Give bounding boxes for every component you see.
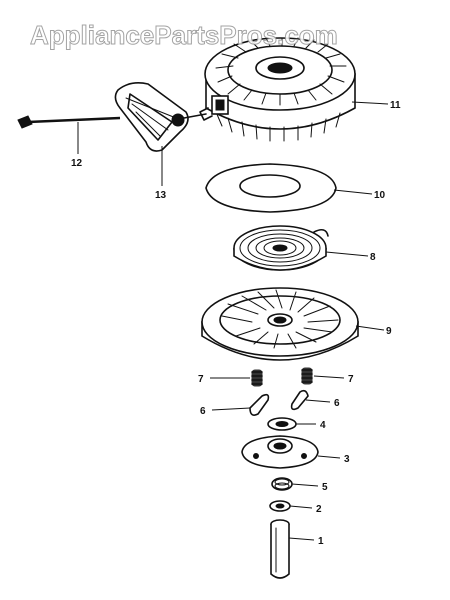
callout-3: 3	[344, 454, 350, 465]
part-8-recoil-spring[interactable]	[233, 225, 329, 271]
part-5-center-spring[interactable]	[271, 477, 293, 491]
callout-6-right: 6	[334, 398, 340, 409]
callout-10: 10	[374, 190, 386, 201]
callout-13: 13	[155, 190, 167, 201]
callout-8: 8	[370, 252, 376, 263]
callout-5: 5	[322, 482, 328, 493]
callout-12: 12	[71, 158, 83, 169]
part-1-center-pin[interactable]	[270, 519, 290, 579]
callout-1: 1	[318, 536, 324, 547]
part-9-pulley[interactable]	[201, 287, 359, 361]
leader-lines	[77, 101, 389, 541]
part-10-plate-washer[interactable]	[205, 163, 337, 213]
part-11-starter-housing[interactable]	[199, 37, 356, 142]
part-6-pawls[interactable]	[249, 389, 309, 416]
watermark-text: AppliancePartsPros.com	[30, 20, 338, 50]
part-2-small-washer[interactable]	[269, 500, 291, 512]
watermark-logo: AppliancePartsPros.com	[30, 20, 339, 51]
part-3-retainer-plate[interactable]	[241, 435, 319, 469]
callout-7-left: 7	[198, 374, 204, 385]
callout-2: 2	[316, 504, 322, 515]
part-12-starter-rope[interactable]	[17, 115, 121, 129]
callout-7-right: 7	[348, 374, 354, 385]
callout-6-left: 6	[200, 406, 206, 417]
part-7-pawl-springs[interactable]	[251, 367, 313, 387]
part-4-washer[interactable]	[267, 417, 297, 431]
callout-11: 11	[390, 100, 401, 111]
callout-labels: 11 10 8 9 7 7 6 6 4 3 5 2 1 12 13	[71, 100, 401, 547]
part-13-starter-handle[interactable]	[114, 82, 207, 152]
callout-4: 4	[320, 420, 326, 431]
callout-9: 9	[386, 326, 392, 337]
